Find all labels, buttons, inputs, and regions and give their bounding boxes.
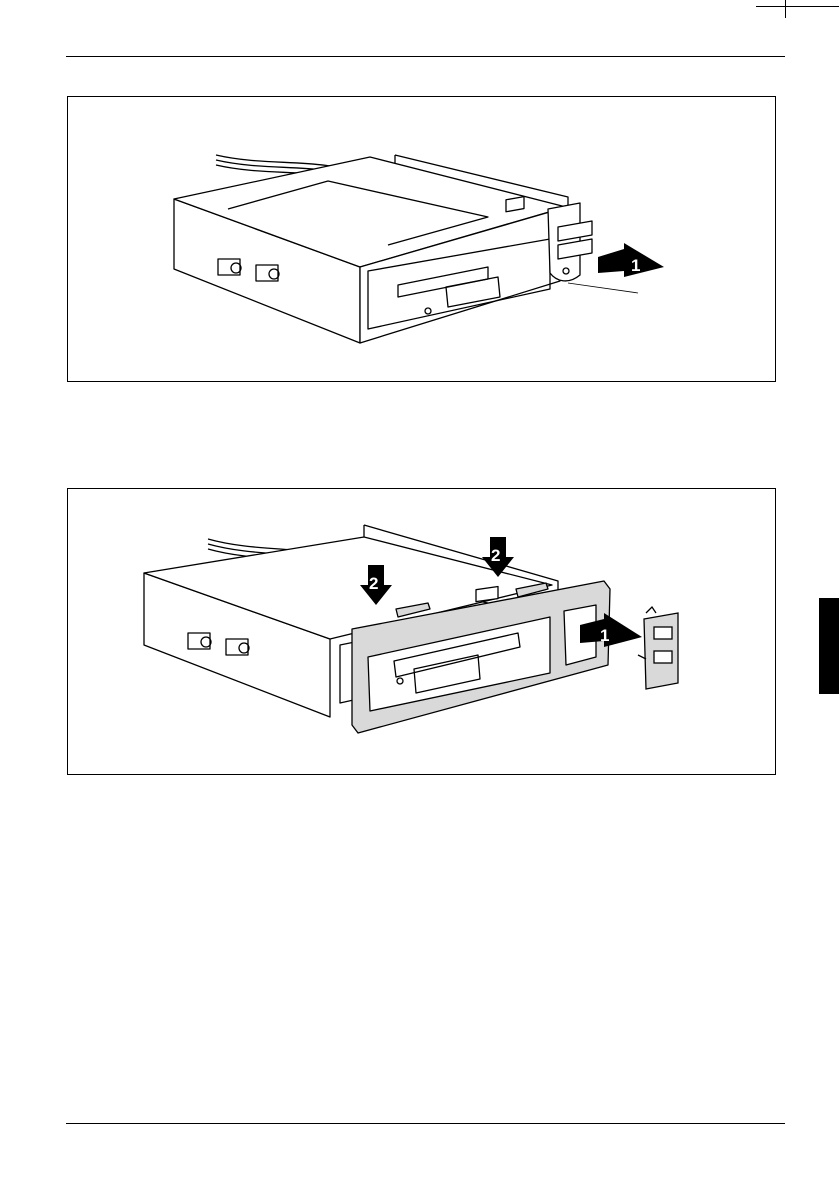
callout-1: 1 xyxy=(600,626,609,645)
crop-mark-vertical xyxy=(785,0,786,18)
callout-1: 1 xyxy=(631,256,640,275)
figure-1: 1 xyxy=(67,96,776,382)
figure-1-illustration: 1 xyxy=(68,97,777,383)
callout-2-left: 2 xyxy=(369,574,378,593)
footer-rule xyxy=(66,1123,785,1124)
crop-mark-horizontal xyxy=(756,6,839,7)
figure-2: 1 2 2 xyxy=(67,488,776,775)
header-rule xyxy=(66,56,785,57)
section-tab-marker xyxy=(819,598,839,694)
callout-2-right: 2 xyxy=(491,546,500,565)
figure-2-illustration: 1 2 2 xyxy=(68,489,777,776)
